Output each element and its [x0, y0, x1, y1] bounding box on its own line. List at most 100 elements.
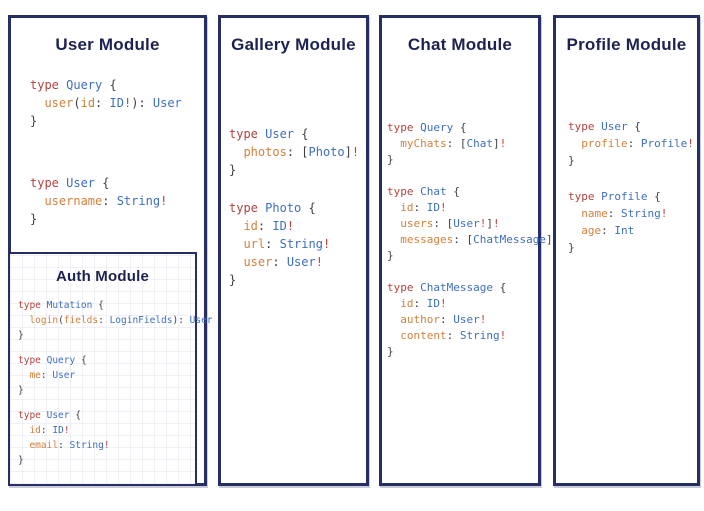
- code-line: type Query {: [18, 353, 195, 368]
- code-token: user: [243, 255, 273, 269]
- code-token: }: [30, 114, 38, 128]
- code-token: !: [687, 137, 694, 150]
- gallery-module-title: Gallery Module: [231, 35, 356, 54]
- code-token: User: [66, 176, 103, 190]
- code-token: String: [279, 237, 323, 251]
- code-token: age: [581, 224, 602, 237]
- code-line: }: [18, 383, 195, 398]
- code-block: type Mutation { login(fields: LoginField…: [18, 298, 213, 343]
- code-token: content: [400, 329, 447, 342]
- code-token: ID: [109, 96, 124, 110]
- user-module-code: type Query { user(id: ID!): User}type Us…: [11, 76, 204, 228]
- code-token: : [: [453, 233, 474, 246]
- code-line: type ChatMessage {: [387, 280, 538, 296]
- code-token: !: [351, 145, 360, 159]
- code-block: type User { username: String!}: [30, 174, 204, 228]
- code-line: }: [229, 271, 366, 289]
- code-token: : [: [286, 145, 309, 159]
- code-token: {: [654, 190, 661, 203]
- code-token: User: [46, 410, 76, 421]
- code-token: {: [75, 410, 81, 421]
- code-line: id: ID!: [387, 200, 538, 216]
- code-token: type: [387, 281, 421, 294]
- code-token: String: [69, 440, 104, 451]
- code-token: User: [286, 255, 316, 269]
- code-token: :: [601, 224, 615, 237]
- code-line: login(fields: LoginFields): User: [18, 313, 212, 328]
- code-line: }: [18, 328, 195, 343]
- code-token: [387, 201, 400, 214]
- code-token: ChatMessage: [420, 281, 500, 294]
- code-token: {: [453, 185, 460, 198]
- code-token: id: [400, 201, 414, 214]
- code-token: !: [322, 237, 331, 251]
- code-token: [18, 440, 29, 451]
- code-token: :: [95, 96, 110, 110]
- code-line: username: String!: [30, 192, 204, 210]
- code-token: String: [116, 194, 161, 208]
- chat-module-code: type Query { myChats: [Chat]!}type Chat …: [382, 120, 559, 360]
- code-token: messages: [400, 233, 454, 246]
- code-token: {: [98, 300, 104, 311]
- code-token: Query: [46, 355, 81, 366]
- code-token: }: [229, 163, 237, 177]
- code-line: type Query {: [30, 76, 204, 94]
- code-token: [387, 329, 400, 342]
- code-token: type: [30, 78, 67, 92]
- code-token: ):: [172, 315, 190, 326]
- code-token: Photo: [308, 145, 345, 159]
- profile-module-title: Profile Module: [566, 35, 687, 54]
- code-token: type: [568, 120, 602, 133]
- code-token: myChats: [400, 137, 447, 150]
- code-token: User: [52, 370, 76, 381]
- code-token: LoginFields: [109, 315, 173, 326]
- code-token: }: [30, 212, 38, 226]
- panel-gallery-module: Gallery Module type User { photos: [Phot…: [218, 15, 369, 486]
- code-block: type ChatMessage { id: ID! author: User!…: [387, 280, 538, 360]
- code-token: String: [459, 329, 500, 342]
- code-block: type Query { user(id: ID!): User}: [30, 76, 204, 130]
- code-token: [229, 145, 243, 159]
- code-token: id: [29, 425, 41, 436]
- code-line: }: [30, 112, 204, 130]
- code-line: id: ID!: [387, 296, 538, 312]
- code-token: email: [29, 440, 59, 451]
- code-token: {: [102, 176, 110, 190]
- code-token: ]: [492, 137, 500, 150]
- code-token: :: [607, 207, 621, 220]
- code-token: [387, 233, 400, 246]
- code-token: !: [103, 440, 110, 451]
- code-line: type User {: [30, 174, 204, 192]
- code-block: type Photo { id: ID! url: String! user: …: [229, 199, 366, 289]
- code-line: id: ID!: [229, 217, 366, 235]
- code-token: : [: [446, 137, 467, 150]
- code-token: ]: [486, 217, 493, 230]
- code-line: type Mutation {: [18, 298, 195, 313]
- code-token: :: [413, 201, 427, 214]
- code-token: }: [568, 154, 575, 167]
- code-token: !: [286, 219, 295, 233]
- code-token: id: [243, 219, 258, 233]
- code-token: :: [58, 440, 70, 451]
- code-token: }: [568, 241, 575, 254]
- code-token: ID: [52, 425, 64, 436]
- code-token: :: [272, 255, 287, 269]
- code-token: login: [29, 315, 59, 326]
- code-line: type Query {: [387, 120, 538, 136]
- code-token: [18, 315, 29, 326]
- code-token: :: [102, 194, 117, 208]
- code-token: {: [459, 121, 467, 134]
- code-line: }: [387, 248, 538, 264]
- auth-module-title: Auth Module: [55, 268, 149, 285]
- code-token: fields: [63, 315, 99, 326]
- code-token: type: [387, 185, 421, 198]
- code-token: {: [80, 355, 87, 366]
- panel-chat-module: Chat Module type Query { myChats: [Chat]…: [379, 15, 559, 486]
- gallery-module-code: type User { photos: [Photo]!} type Photo …: [221, 125, 366, 289]
- code-token: users: [400, 217, 434, 230]
- code-token: Photo: [265, 201, 309, 215]
- code-token: [387, 297, 400, 310]
- code-token: [229, 255, 243, 269]
- code-block: type User { photos: [Photo]!}: [229, 125, 366, 179]
- code-token: !: [660, 207, 668, 220]
